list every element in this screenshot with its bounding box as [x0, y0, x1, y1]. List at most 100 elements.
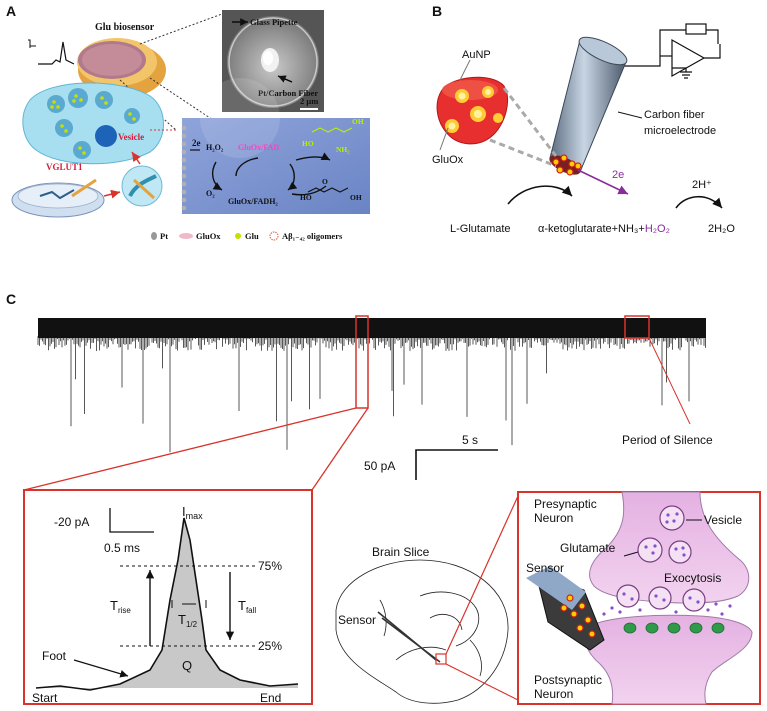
product-o-label: O	[322, 177, 328, 186]
arrow-dish-to-zoom	[103, 189, 121, 199]
legend-pt-icon	[151, 232, 157, 240]
imax-label: Imax	[182, 504, 203, 521]
event-inset	[23, 489, 313, 705]
vesicle-label: Vesicle	[118, 132, 144, 142]
legend-gluox-icon	[179, 233, 193, 239]
two-e-b-label: 2e	[612, 169, 624, 181]
glutamate-leader	[623, 551, 639, 557]
recording-trace	[37, 336, 706, 453]
presynaptic-label: Presynaptic	[534, 497, 597, 511]
legend-abeta-icon	[269, 231, 279, 241]
legend-abeta-label: Aβ₁₋₄₂ oligomers	[282, 231, 343, 241]
product-oh-label: OH	[350, 193, 362, 202]
trace-scale-time: 5 s	[462, 433, 478, 447]
two-e-label: 2e	[192, 138, 201, 148]
panel-a-legend: Pt GluOx Glu Aβ₁₋₄₂ oligomers	[151, 231, 343, 241]
petri-dish	[11, 178, 105, 218]
legend-pt-label: Pt	[160, 231, 168, 241]
fiber-arrow	[277, 75, 293, 83]
trace-scale-bar	[415, 449, 498, 480]
water-arrow	[675, 195, 723, 209]
gluox-label: GluOx	[432, 154, 464, 166]
period-of-silence-label: Period of Silence	[622, 433, 713, 447]
trace-scale-current: 50 pA	[364, 459, 395, 473]
carbon-fiber-label: Carbon fiber	[644, 109, 705, 121]
time-scale-label: 0.5 ms	[104, 541, 140, 555]
inset-zoom-line	[311, 407, 369, 491]
legend-glu-label: Glu	[245, 231, 259, 241]
cell-with-vesicles	[22, 82, 178, 165]
panel-label-a: A	[6, 3, 16, 19]
recording-spikes	[37, 336, 706, 453]
pt-carbon-fiber-label: Pt/Carbon Fiber	[258, 88, 318, 98]
brain-zoom-box	[435, 653, 447, 665]
inset-zoom-line	[23, 407, 357, 491]
postsynaptic-neuron-label: Neuron	[534, 687, 573, 701]
gluox-fad-label: GluOx/FAD	[238, 143, 279, 152]
reaction-box	[181, 78, 370, 214]
glass-pipette-label: Glass Pipette	[250, 17, 298, 27]
silence-leader	[648, 337, 691, 425]
gluox-fadh2-label: GluOx/FADH₂	[228, 197, 278, 206]
amp-scale-label: -20 pA	[54, 515, 89, 529]
vglut1-label: VGLUT1	[46, 162, 83, 172]
molecule-nh2-label: NH₂	[336, 145, 350, 154]
zoom-connector	[139, 13, 223, 45]
brain-slice-label: Brain Slice	[372, 545, 430, 559]
brain-zoom-line	[445, 663, 519, 701]
arrow-zoom-to-cell	[131, 151, 141, 165]
panel-label-c: C	[6, 291, 16, 307]
legend-glu-icon	[235, 233, 241, 239]
brain-slice-drawing	[335, 559, 509, 704]
zoom-box-silence	[624, 315, 650, 339]
start-label: Start	[32, 691, 58, 705]
panel-b: B	[432, 3, 735, 235]
synapse-vesicle-label: Vesicle	[704, 513, 742, 527]
two-h-label: 2H⁺	[692, 179, 712, 191]
o2-label: O₂	[206, 189, 215, 198]
l-glutamate-label: L-Glutamate	[450, 223, 511, 235]
recording-baseline-band	[38, 318, 706, 338]
sem-image	[222, 10, 324, 112]
amplifier-circuit	[604, 23, 721, 100]
synapse-inset	[517, 491, 761, 705]
sensor-label: Sensor	[338, 613, 376, 627]
glu-biosensor-label: Glu biosensor	[95, 22, 155, 33]
trise-label: Trise	[110, 598, 131, 615]
tfall-label: Tfall	[238, 598, 256, 615]
electron-arrow	[577, 169, 629, 195]
p75-label: 75%	[258, 559, 282, 573]
brain-zoom-line	[445, 495, 519, 655]
glutamate-label: Glutamate	[560, 541, 616, 555]
presynaptic-neuron-label: Neuron	[534, 511, 573, 525]
product-ho-label: HO	[300, 193, 312, 202]
synapse-sensor-label: Sensor	[526, 561, 564, 575]
zoom-synapse-circle	[121, 165, 163, 207]
mini-spike-trace	[28, 39, 75, 65]
molecule-ho-label: HO	[302, 139, 314, 148]
sem-scale-label: 2 μm	[300, 96, 318, 106]
carbon-fiber-electrode	[549, 36, 643, 176]
gluox-leader	[439, 127, 449, 151]
water-label: 2H₂O	[708, 223, 735, 235]
aunp-leader	[459, 59, 471, 81]
zoom-box-event	[355, 315, 369, 409]
panel-c: C Period of Silence 5 s 50 pA	[6, 291, 761, 705]
molecule-oh-label: OH	[352, 117, 364, 126]
q-label: Q	[182, 658, 192, 673]
reaction-arrow	[507, 185, 573, 205]
products-label: α-ketoglutarate+NH₃+H₂O₂	[538, 223, 670, 235]
foot-label: Foot	[42, 649, 67, 663]
aunp-particle	[436, 76, 508, 145]
microelectrode-label: microelectrode	[644, 125, 716, 137]
panel-a: A Glu biosensor Glass Pip	[6, 3, 370, 241]
thalf-label: T1/2	[178, 612, 198, 629]
panel-label-b: B	[432, 3, 442, 19]
p25-label: 25%	[258, 639, 282, 653]
h2o2-label: H₂O₂	[206, 143, 224, 152]
exocytosis-label: Exocytosis	[664, 571, 721, 585]
zoom-dashed-line	[502, 87, 558, 157]
end-label: End	[260, 691, 281, 705]
legend-gluox-label: GluOx	[196, 231, 221, 241]
